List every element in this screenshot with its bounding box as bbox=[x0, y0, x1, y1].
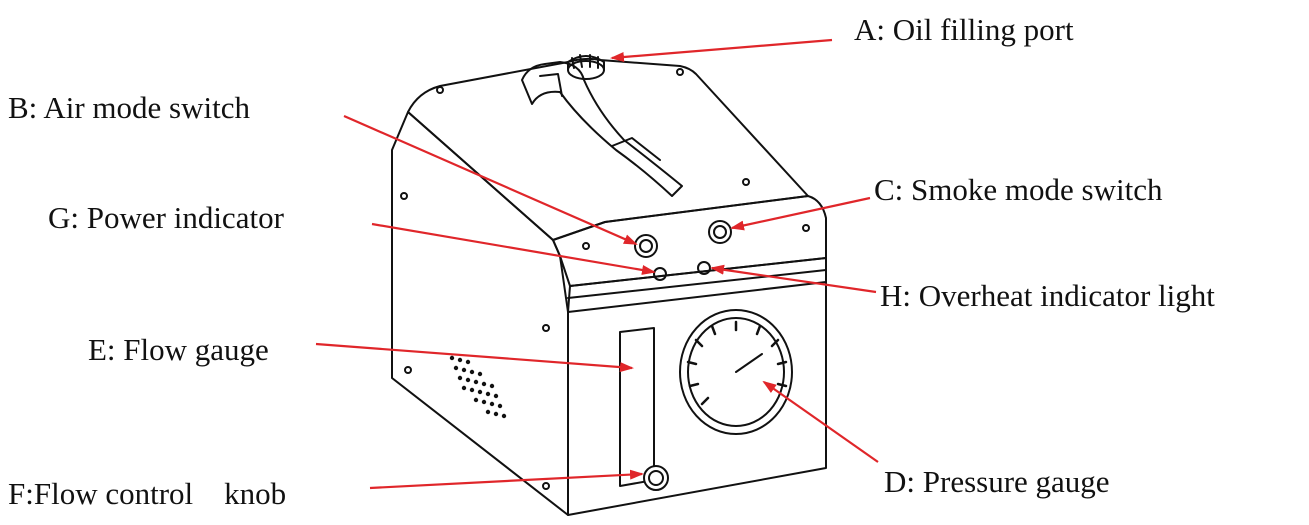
label-pressure-gauge: D: Pressure gauge bbox=[884, 464, 1110, 499]
arrow-b bbox=[343, 114, 638, 246]
machine-handle bbox=[521, 61, 683, 197]
arrow-e bbox=[315, 342, 634, 373]
label-power-indicator: G: Power indicator bbox=[48, 200, 284, 235]
label-oil-filling-port: A: Oil filling port bbox=[854, 12, 1074, 47]
label-smoke-mode-switch: C: Smoke mode switch bbox=[874, 172, 1163, 207]
label-air-mode-switch: B: Air mode switch bbox=[8, 90, 250, 125]
arrow-g bbox=[371, 222, 656, 275]
flow-gauge-window bbox=[619, 327, 655, 487]
arrow-h bbox=[710, 264, 877, 294]
arrow-d bbox=[762, 380, 879, 463]
machine-left-side bbox=[391, 111, 569, 516]
pressure-gauge-dial bbox=[679, 309, 793, 435]
arrow-f bbox=[369, 469, 644, 490]
machine-front-panel bbox=[567, 281, 827, 516]
label-overheat-indicator-light: H: Overheat indicator light bbox=[880, 278, 1215, 313]
vent-grille bbox=[449, 355, 507, 419]
arrow-c bbox=[730, 196, 871, 231]
arrow-a bbox=[610, 38, 833, 63]
machine-top-panel bbox=[407, 57, 809, 241]
label-flow-gauge: E: Flow gauge bbox=[88, 332, 269, 367]
label-flow-control-knob: F:Flow control knob bbox=[8, 476, 287, 511]
